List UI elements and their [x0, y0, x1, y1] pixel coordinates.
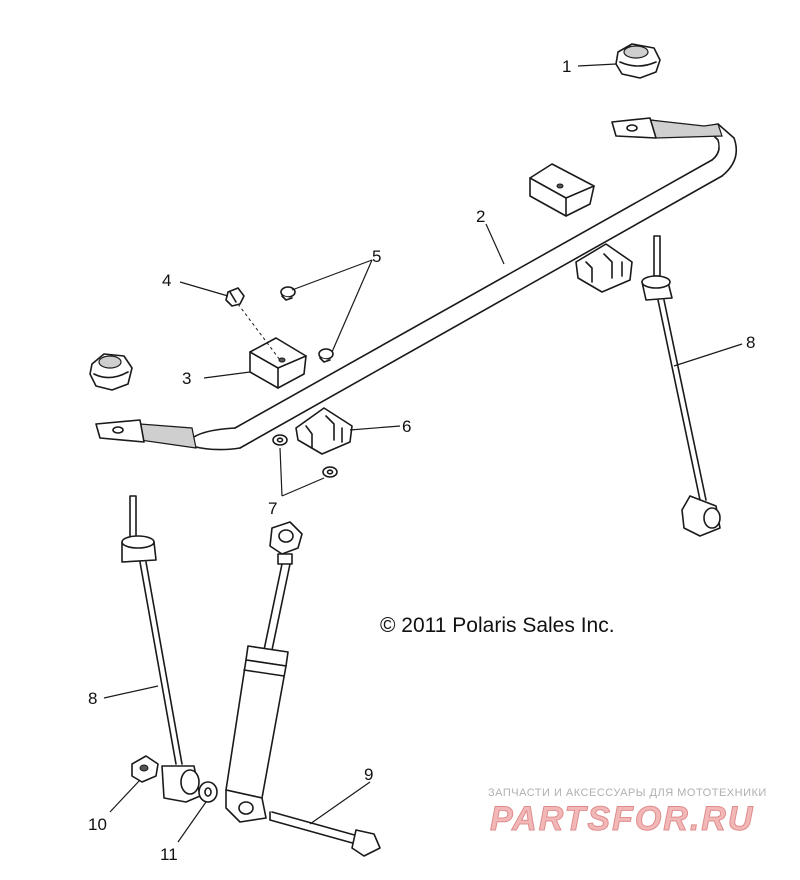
watermark-tagline: ЗАПЧАСТИ И АКСЕССУАРЫ ДЛЯ МОТОТЕХНИКИ	[488, 787, 767, 799]
bolt-part-5b[interactable]	[318, 348, 334, 363]
callout-5: 5	[372, 247, 381, 266]
stabilizer-bar-part-2[interactable]	[95, 117, 738, 451]
callout-1: 1	[562, 57, 571, 76]
callout-2: 2	[476, 207, 485, 226]
bracket-part-3[interactable]	[249, 337, 307, 389]
link-rod-right-part-8[interactable]	[641, 235, 721, 537]
washer-part-7a[interactable]	[272, 434, 288, 446]
leader-lines	[103, 63, 743, 843]
callout-4: 4	[162, 271, 171, 290]
bolt-part-5a[interactable]	[280, 286, 296, 301]
copyright-text: © 2011 Polaris Sales Inc.	[380, 614, 615, 637]
bolt-part-9[interactable]	[269, 811, 381, 857]
callout-6: 6	[402, 417, 411, 436]
nut-part-10[interactable]	[131, 755, 159, 783]
washer-part-7b[interactable]	[322, 466, 338, 478]
clamp-part-6[interactable]	[295, 407, 353, 455]
clamp-right[interactable]	[575, 243, 633, 293]
callout-7: 7	[268, 499, 277, 518]
bushing-left[interactable]	[89, 353, 133, 391]
watermark-brand: PARTSFOR.RU	[490, 800, 754, 838]
screw-part-4[interactable]	[225, 287, 245, 307]
link-rod-left-part-8[interactable]	[121, 495, 201, 803]
shock-absorber[interactable]	[225, 521, 303, 823]
callout-10: 10	[88, 815, 107, 834]
callout-9: 9	[364, 765, 373, 784]
callout-8-left: 8	[88, 689, 97, 708]
bushing-part-1[interactable]	[615, 43, 661, 79]
washer-part-11[interactable]	[198, 781, 218, 803]
callout-3: 3	[182, 369, 191, 388]
bracket-clamp-upper[interactable]	[529, 163, 595, 217]
callout-11: 11	[160, 845, 178, 864]
callout-8-right: 8	[746, 333, 755, 352]
